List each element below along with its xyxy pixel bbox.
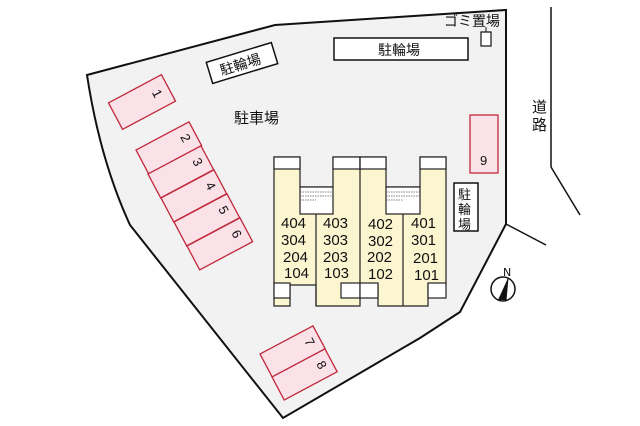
unit-number: 302 bbox=[368, 233, 393, 250]
parking-block-2-6: 2 bbox=[135, 120, 203, 175]
unit-number: 201 bbox=[413, 250, 438, 267]
unit-number: 103 bbox=[324, 265, 349, 282]
unit-number: 404 bbox=[281, 215, 306, 232]
unit-number: 104 bbox=[284, 265, 309, 282]
unit-number: 402 bbox=[368, 216, 393, 233]
unit-number: 403 bbox=[323, 215, 348, 232]
unit-number: 204 bbox=[283, 249, 308, 266]
parking-space-number: 9 bbox=[480, 153, 487, 168]
unit-number: 303 bbox=[323, 232, 348, 249]
unit-column-04: 404 304 204 104 bbox=[281, 215, 309, 282]
bicycle-parking-right bbox=[453, 182, 479, 232]
unit-column-01: 401 301 201 101 bbox=[411, 215, 439, 284]
parking-space-6: 6 bbox=[186, 216, 254, 271]
unit-number: 203 bbox=[323, 249, 348, 266]
unit-number: 304 bbox=[281, 232, 306, 249]
bicycle-parking-top-center-label: 駐輪場 bbox=[378, 42, 420, 59]
road-edge bbox=[505, 7, 581, 246]
road-label-2: 路 bbox=[532, 116, 547, 134]
bicycle-parking-top-center bbox=[333, 37, 469, 61]
bicycle-parking-right-label-2: 輪 bbox=[458, 202, 471, 218]
unit-number: 401 bbox=[411, 215, 436, 232]
unit-number: 301 bbox=[411, 232, 436, 249]
garbage-area-label: ゴミ置場 bbox=[444, 13, 500, 30]
parking-space-2: 2 bbox=[135, 120, 203, 175]
unit-number: 101 bbox=[414, 267, 439, 284]
bicycle-parking-right-label-1: 駐 bbox=[458, 188, 471, 203]
garbage-bin-icon bbox=[480, 31, 492, 47]
apartment-building bbox=[273, 156, 447, 307]
road-label-1: 道 bbox=[532, 98, 547, 116]
bicycle-parking-right-label-3: 場 bbox=[458, 218, 471, 233]
parking-space-1: 1 bbox=[107, 73, 177, 131]
unit-column-03: 403 303 203 103 bbox=[323, 215, 349, 282]
bicycle-parking-top-left: 駐輪場 bbox=[205, 41, 279, 85]
parking-space-9: 9 bbox=[469, 114, 499, 174]
unit-number: 202 bbox=[367, 249, 392, 266]
unit-number: 102 bbox=[368, 266, 393, 283]
unit-column-02: 402 302 202 102 bbox=[367, 216, 393, 283]
parking-lot-label: 駐車場 bbox=[234, 109, 279, 127]
north-compass-icon: N bbox=[490, 266, 516, 302]
parking-space-3: 3 bbox=[147, 144, 215, 199]
parking-space-8: 8 bbox=[271, 347, 339, 401]
north-label: N bbox=[503, 266, 511, 279]
